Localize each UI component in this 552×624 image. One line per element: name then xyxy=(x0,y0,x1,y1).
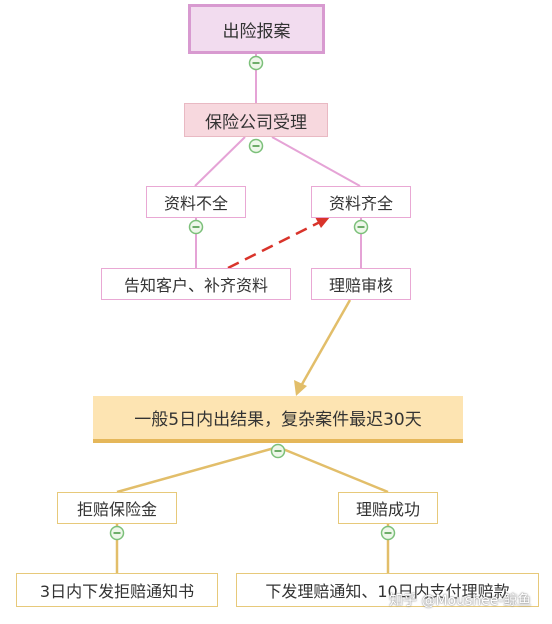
node-payment-notice[interactable]: 下发理赔通知、10日内支付理赔款 xyxy=(236,573,539,607)
collapse-icon[interactable] xyxy=(109,525,125,541)
connector-review-result xyxy=(299,299,352,387)
watermark: 知乎 @Moushee-鲸鱼 xyxy=(389,593,532,609)
node-notify-customer[interactable]: 告知客户、补齐资料 xyxy=(101,268,291,300)
node-claim-rejected[interactable]: 拒赔保险金 xyxy=(57,492,177,524)
node-claim-success[interactable]: 理赔成功 xyxy=(338,492,438,524)
node-result-timeline[interactable]: 一般5日内出结果，复杂案件最迟30天 xyxy=(93,396,463,443)
arrowhead-red xyxy=(315,217,330,228)
node-report-claim[interactable]: 出险报案 xyxy=(188,4,325,54)
arrowhead-gold xyxy=(294,380,307,396)
node-docs-incomplete[interactable]: 资料不全 xyxy=(146,186,246,218)
connector-accept-incomplete xyxy=(194,136,246,187)
collapse-icon[interactable] xyxy=(188,219,204,235)
connector-result-reject xyxy=(116,445,279,494)
connector-result-success xyxy=(277,445,389,494)
collapse-icon[interactable] xyxy=(380,525,396,541)
node-insurer-accepts[interactable]: 保险公司受理 xyxy=(184,103,328,137)
collapse-icon[interactable] xyxy=(248,138,264,154)
collapse-icon[interactable] xyxy=(353,219,369,235)
collapse-icon[interactable] xyxy=(270,443,286,459)
connector-accept-complete xyxy=(271,136,361,187)
node-claim-review[interactable]: 理赔审核 xyxy=(311,268,411,300)
node-rejection-notice[interactable]: 3日内下发拒赔通知书 xyxy=(16,573,218,607)
collapse-icon[interactable] xyxy=(248,55,264,71)
node-docs-complete[interactable]: 资料齐全 xyxy=(311,186,411,218)
dashed-arrow-notify-to-complete xyxy=(227,220,321,270)
